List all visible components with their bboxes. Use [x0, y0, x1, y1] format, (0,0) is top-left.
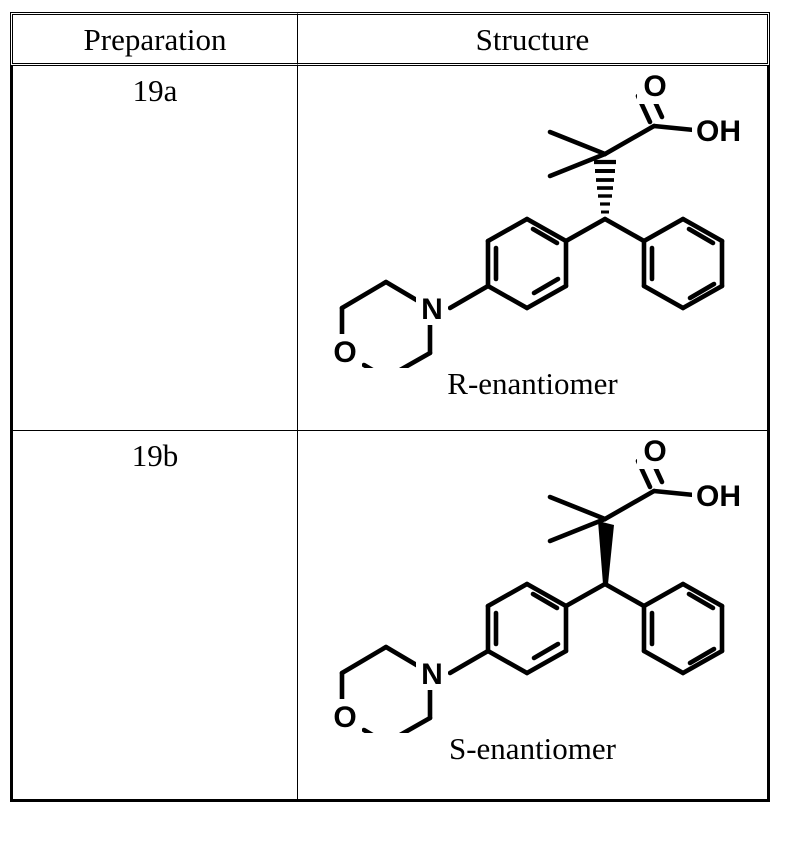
preparation-cell: 19b: [10, 431, 298, 802]
molecule-diagram-19a: O OH N O: [298, 66, 768, 368]
atom-label-carbonyl-oxygen: O: [643, 70, 666, 103]
atom-label-morpholine-oxygen: O: [333, 701, 356, 733]
header-row: Preparation Structure: [10, 12, 770, 66]
table-header: Preparation Structure: [10, 12, 770, 66]
atom-label-morpholine-nitrogen: N: [421, 293, 443, 326]
column-header-preparation: Preparation: [10, 12, 298, 66]
preparation-id: 19b: [131, 438, 179, 473]
stereochemistry-label-19b: S-enantiomer: [448, 731, 616, 766]
hashed-wedge-bond: [594, 159, 616, 214]
structure-cell: O OH N O S-enantiomer: [298, 431, 770, 802]
table-body: 19a: [10, 66, 770, 802]
atom-label-morpholine-nitrogen: N: [421, 658, 443, 691]
table-row: 19b: [10, 431, 770, 802]
molecule-diagram-19b: O OH N O: [298, 431, 768, 733]
atom-label-morpholine-oxygen: O: [333, 336, 356, 368]
preparation-cell: 19a: [10, 66, 298, 431]
preparation-id: 19a: [132, 73, 178, 108]
atom-label-carbonyl-oxygen: O: [643, 435, 666, 468]
table-row: 19a: [10, 66, 770, 431]
solid-wedge-bond: [598, 521, 614, 584]
structure-cell: O OH N O R-enantiomer: [298, 66, 770, 431]
preparation-structure-table: Preparation Structure 19a: [10, 12, 770, 802]
atom-label-hydroxyl: OH: [696, 480, 741, 513]
stereochemistry-label-19a: R-enantiomer: [447, 366, 618, 401]
atom-label-hydroxyl: OH: [696, 115, 741, 148]
column-header-structure: Structure: [298, 12, 770, 66]
